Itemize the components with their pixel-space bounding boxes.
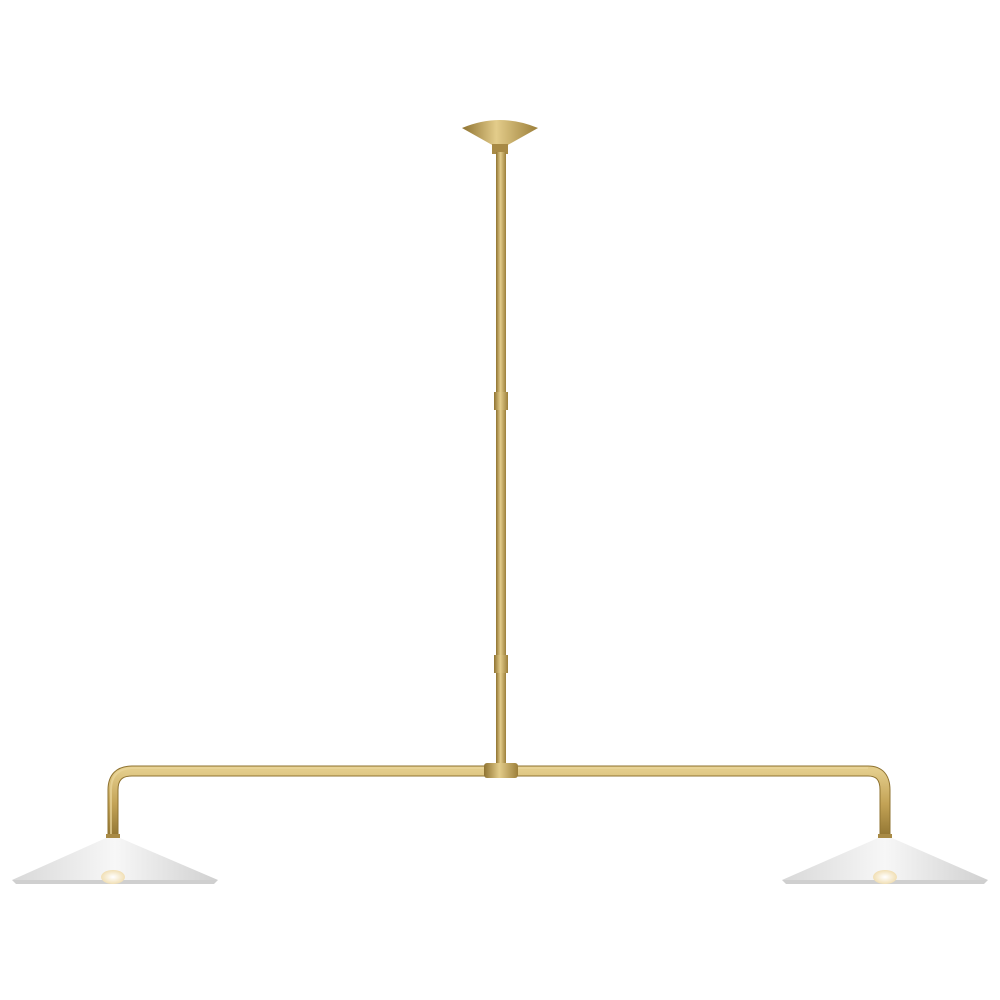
bulb — [101, 870, 125, 884]
rod-coupler — [494, 655, 508, 673]
downrod — [494, 152, 508, 767]
ceiling-canopy — [462, 120, 538, 154]
bulb — [873, 870, 897, 884]
right-shade — [782, 834, 988, 884]
rod-coupler — [494, 392, 508, 410]
center-hub — [484, 763, 518, 778]
left-shade — [12, 834, 218, 884]
crossbar — [107, 763, 891, 838]
